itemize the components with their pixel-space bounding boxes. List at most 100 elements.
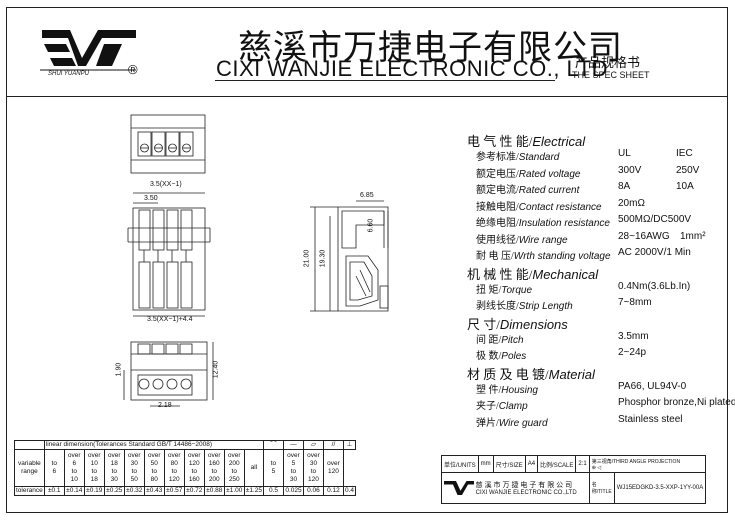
tol-range-cell: all bbox=[243, 449, 264, 487]
tb-size-val: A4 bbox=[524, 455, 539, 473]
spec-row-label: 参考标准/Standard bbox=[476, 148, 559, 163]
spec-row-label: 接触电阻/Contact resistance bbox=[476, 198, 602, 213]
tol-range-text: over bbox=[127, 452, 141, 459]
tol-range-text: over bbox=[107, 452, 121, 459]
spec-label-en: Torque bbox=[501, 284, 533, 296]
spec-label-cn: 材 质 及 电 镀/ bbox=[467, 366, 549, 382]
spec-label-en: Clamp bbox=[498, 401, 528, 412]
tol-range-text: 6 bbox=[72, 460, 77, 467]
spec-row-label: 额定电压/Rated voltage bbox=[476, 165, 581, 180]
spec-value-1: 28~16AWG bbox=[618, 230, 670, 242]
tol-value-cell: 0.12 bbox=[322, 486, 344, 496]
spec-value-1: AC 2000V/1 Min bbox=[618, 247, 691, 258]
spec-label-en: Strip Length bbox=[518, 301, 573, 312]
spec-value-2: 1mm² bbox=[680, 230, 706, 242]
dim-660: 6.60 bbox=[367, 218, 375, 233]
spec-label-cn: 间 距/ bbox=[476, 334, 502, 346]
spec-value-1: 0.4Nm(3.6Lb.In) bbox=[618, 280, 691, 292]
tol-range-text: over bbox=[67, 452, 81, 459]
technical-drawing bbox=[123, 114, 389, 407]
tol-range-text: to bbox=[71, 468, 77, 475]
tol-sym-5: ⊥ bbox=[342, 440, 357, 450]
company-logo bbox=[40, 22, 160, 82]
tol-range-text: over bbox=[147, 452, 161, 459]
tol-range-text: to bbox=[231, 468, 237, 475]
company-name-en: CIXI WANJIE ELECTRONIC CO., LTD bbox=[216, 56, 608, 81]
spec-label-en: Mechanical bbox=[532, 266, 599, 282]
spec-label-cn: 尺 寸/ bbox=[467, 316, 500, 332]
tb-company-cn: 慈 溪 市 万 捷 电 子 有 限 公 司 bbox=[475, 482, 573, 489]
dim-1930: 19.30 bbox=[319, 249, 327, 268]
spec-label-en: Standard bbox=[518, 152, 560, 163]
spec-label-cn: 电 气 性 能/ bbox=[467, 134, 533, 149]
spec-sheet-title-en: THE SPEC SHEET bbox=[572, 70, 650, 80]
spec-label-cn: 参考标准/ bbox=[476, 152, 519, 163]
dim-190: 1.90 bbox=[115, 362, 123, 377]
tb-scale-val: 2:1 bbox=[575, 455, 590, 473]
tol-range-text: 18 bbox=[90, 476, 98, 483]
spec-value-1: 500MΩ/DC500V bbox=[618, 214, 692, 225]
tol-range-text: 30 bbox=[110, 476, 118, 483]
tol-range-text: over bbox=[167, 452, 181, 459]
spec-value-1: 7~8mm bbox=[618, 297, 652, 308]
tol-range-text: 5 bbox=[291, 460, 296, 467]
spec-row-label: 剥线长度/Strip Length bbox=[476, 297, 573, 312]
tol-range-text: over bbox=[227, 452, 241, 459]
tol-range-text: all bbox=[250, 464, 258, 471]
spec-label-cn: 极 数/ bbox=[476, 351, 502, 362]
spec-value-2: 10A bbox=[676, 181, 694, 192]
dim-685: 6.85 bbox=[360, 192, 374, 199]
tb-projection: 第三视角/THIRD ANGLE PROJECTION ⊕ ◁ bbox=[588, 455, 707, 473]
tol-range-text: to bbox=[191, 468, 197, 475]
tol-range-text: to bbox=[111, 468, 117, 475]
spec-value-1: Phosphor bronze,Ni plated bbox=[618, 397, 735, 408]
tol-range-text: 10 bbox=[90, 460, 98, 467]
tb-company-en: CIXI WANJIE ELECTRONIC CO.,LTD bbox=[475, 490, 577, 496]
tol-row-label: variable range bbox=[14, 449, 45, 487]
title-block: 单位/UNITS mm 尺寸/SIZE A4 比例/SCALE 2:1 第三视角… bbox=[441, 455, 707, 504]
tol-value-cell: 0.4 bbox=[342, 486, 357, 496]
spec-section-title: 机 械 性 能/Mechanical bbox=[467, 264, 598, 283]
spec-value-2: 250V bbox=[676, 164, 700, 176]
spec-value-1: 20mΩ bbox=[618, 197, 645, 209]
spec-row-label: 间 距/Pitch bbox=[476, 331, 524, 346]
spec-label-en: Material bbox=[548, 366, 595, 382]
tol-value-cell: ±0.32 bbox=[123, 486, 145, 496]
tb-units-val: mm bbox=[477, 455, 494, 473]
tol-range-text: 160 bbox=[208, 460, 220, 467]
dim-pitch-bottom: 3.5(XX−1)+4.4 bbox=[147, 316, 193, 323]
dim-1240: 12.40 bbox=[212, 360, 220, 379]
tol-value-cell: ±0.1 bbox=[43, 486, 65, 496]
tol-value-cell: ±0.19 bbox=[83, 486, 105, 496]
company-name-cn: 慈溪市万捷电子有限公司 bbox=[238, 30, 623, 67]
tol-range-text: 30 bbox=[309, 460, 318, 467]
tb-logo-icon bbox=[444, 481, 474, 495]
tol-range-text: 80 bbox=[150, 476, 158, 483]
tol-range-text: 120 bbox=[188, 460, 200, 467]
spec-label-en: Rated current bbox=[518, 185, 580, 196]
spec-row-label: 夹子/Clamp bbox=[476, 397, 528, 412]
drawing-frame bbox=[6, 7, 728, 513]
header-underline bbox=[215, 80, 555, 81]
spec-label-en: Housing bbox=[501, 384, 538, 396]
tb-company: 慈 溪 市 万 捷 电 子 有 限 公 司 CIXI WANJIE ELECTR… bbox=[441, 472, 590, 504]
spec-row-label: 绝缘电阻/Insulation resistance bbox=[476, 214, 610, 229]
spec-label-en: Poles bbox=[501, 351, 527, 362]
tb-units-label: 单位/UNITS bbox=[441, 455, 479, 473]
spec-label-en: Electrical bbox=[532, 134, 586, 149]
tb-size-label: 尺寸/SIZE bbox=[492, 455, 526, 473]
registered-mark: ® bbox=[128, 62, 138, 77]
spec-label-cn: 耐 电 压/ bbox=[476, 251, 514, 262]
spec-label-en: Wire range bbox=[518, 234, 568, 246]
spec-label-cn: 使用线径/ bbox=[476, 234, 519, 246]
